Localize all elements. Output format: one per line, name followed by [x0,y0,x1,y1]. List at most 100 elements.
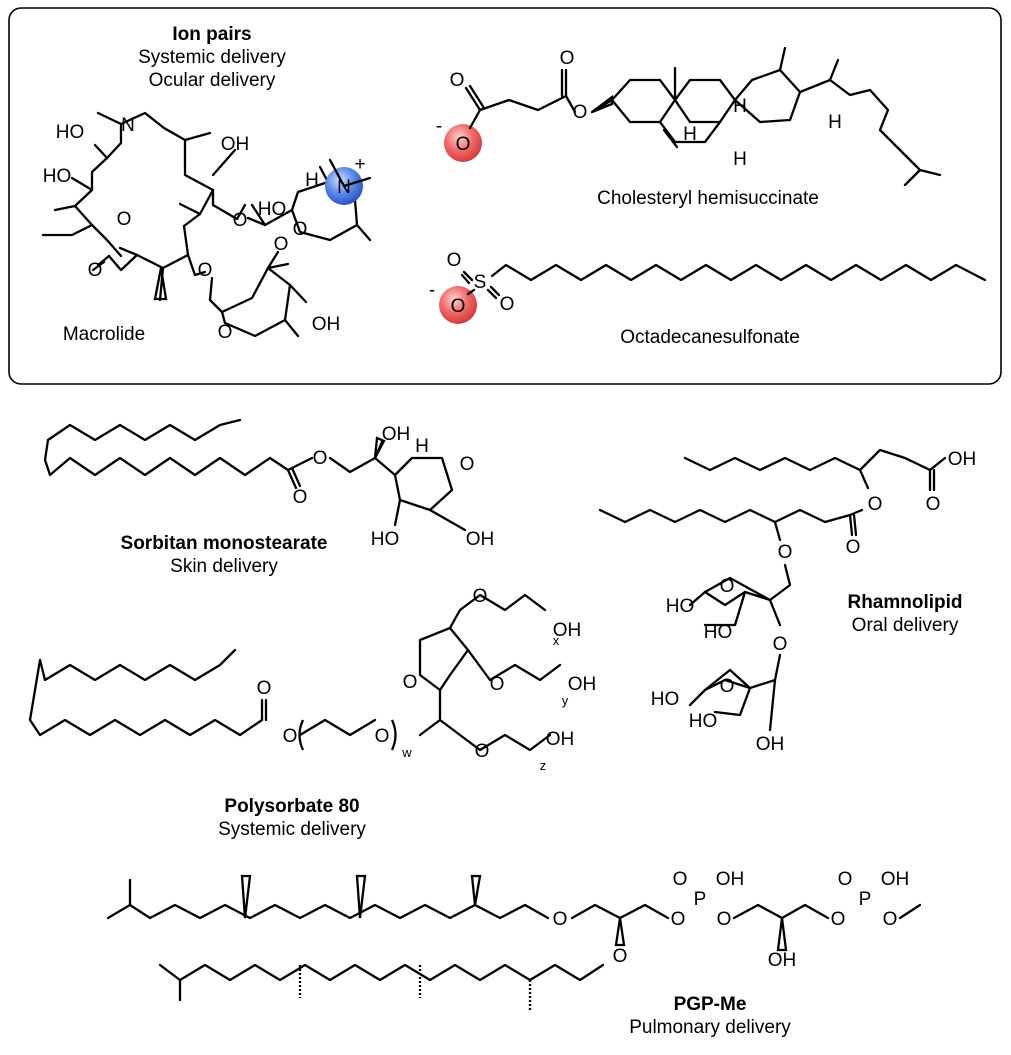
atom-ho-rham-3: HO [651,689,680,710]
atom-oh-glycerol: OH [768,950,797,971]
atom-o-pgp-ether-2: O [613,946,628,967]
anion-highlight-1 [444,124,482,162]
atom-oh-sugar: OH [312,314,341,335]
atom-o-poly-ring: O [403,672,418,693]
atom-o-glyco-1: O [198,260,213,281]
atom-o-poly-carbonyl: O [257,678,272,699]
macrolide-label: Macrolide [63,324,145,345]
atom-o-sorb-carbonyl: O [293,487,308,508]
atom-p-1: P [694,889,707,910]
atom-o-s-2: O [500,294,515,315]
panel-line-1: Systemic delivery [138,47,286,68]
atom-o-pgp-2: O [717,909,732,930]
atom-o-poly-x: O [473,586,488,607]
atom-oh-x: OH [553,620,582,641]
sorbitan-delivery: Skin delivery [170,556,278,577]
atom-oh-rham-acid: OH [948,449,977,470]
sub-z: z [540,758,547,773]
atom-o-s-1: O [447,250,462,271]
atom-ho-sugar: HO [258,199,287,220]
atom-h-2: H [733,96,747,117]
atom-n-macrolide: N [121,115,135,136]
charge-minus-2: - [429,280,435,301]
atom-o-rham-ring-1: O [720,576,735,597]
octadecane-structure: - O S O O Octadecanesulfonate [429,250,987,348]
atom-oh-rham: OH [756,734,785,755]
atom-o-rham-ester: O [868,494,883,515]
atom-o-ring-lower: O [218,322,233,343]
cholesteryl-label: Cholesteryl hemisuccinate [597,188,819,209]
rhamnolipid-label: Rhamnolipid [847,592,962,613]
atom-o-anion-1: O [456,134,471,155]
sub-x: x [553,633,560,648]
atom-h-sorb: H [415,436,429,457]
atom-o-sorb-ring: O [460,454,475,475]
atom-o-glyco-2: O [233,210,248,231]
rhamnolipid-delivery: Oral delivery [852,615,959,636]
atom-oh-y: OH [568,674,597,695]
atom-oh-sorb-1: OH [382,424,411,445]
charge-minus-1: - [436,116,442,137]
atom-h-nh: H [305,170,319,191]
atom-o-sorb-ester: O [313,448,328,469]
sorbitan-label: Sorbitan monostearate [121,533,328,554]
polysorbate-label: Polysorbate 80 [224,796,359,817]
atom-n-cation: N [337,177,351,198]
atom-oh-macrolide: OH [221,134,250,155]
pgp-structure: O O O P O OH O OH O P O OH O PGP-Me Pulm… [106,869,922,1038]
atom-oh-p1: OH [716,869,745,890]
atom-h-3: H [733,149,747,170]
panel-title: Ion pairs [172,24,251,45]
atom-o-poly-ester: O [283,726,298,747]
atom-o-lactone: O [117,209,132,230]
polysorbate-delivery: Systemic delivery [218,819,366,840]
atom-o-succ-1: O [450,70,465,91]
cholesteryl-structure: - O O O O H H H H Cholesteryl hemisuccin… [436,46,942,209]
anion-highlight-2 [439,286,477,324]
atom-o-pgp-ether-1: O [553,909,568,930]
atom-o-succ-2: O [560,48,575,69]
atom-o-rham-link-2: O [773,634,788,655]
atom-o-rham-ring-2: O [720,676,735,697]
sub-y: y [562,693,569,708]
atom-o-poly-w: O [375,726,390,747]
atom-ho-rham-4: HO [689,711,718,732]
charge-plus: + [354,154,365,175]
atom-ho-rham-1: HO [666,596,695,617]
rhamnolipid-structure: OH O O O O O HO HO O O HO HO OH Rhamnoli… [598,448,977,755]
atom-s: S [474,272,487,293]
atom-o-pgp-3: O [831,909,846,930]
atom-o-carbonyl: O [88,260,103,281]
atom-o-rham-link: O [778,542,793,563]
panel-line-2: Ocular delivery [149,70,276,91]
polysorbate-structure: O O O w O O OH x O OH y O OH z Polysorba… [28,586,597,840]
atom-ho-rham-2: HO [704,622,733,643]
atom-ho-2: HO [43,166,72,187]
atom-oh-sorb-2: OH [466,529,495,550]
atom-o-methoxy: O [274,234,289,255]
atom-ho-sorb: HO [371,529,400,550]
atom-o-p2-double: O [838,869,853,890]
atom-o-poly-y: O [490,674,505,695]
atom-o-poly-z: O [475,741,490,762]
atom-o-pgp-4: O [883,909,898,930]
sub-w: w [401,745,412,760]
atom-o-rham-acid: O [926,494,941,515]
sorbitan-structure: O O OH H O HO OH Sorbitan monostearate S… [43,418,495,577]
atom-ho-1: HO [56,122,85,143]
atom-o-p1-double: O [673,869,688,890]
octadecane-label: Octadecanesulfonate [620,327,800,348]
ion-pairs-panel [8,7,1002,385]
atom-o-rham-carbonyl: O [846,537,861,558]
atom-oh-p2: OH [881,869,910,890]
pgp-delivery: Pulmonary delivery [629,1017,791,1038]
atom-o-ester: O [573,102,588,123]
pgp-label: PGP-Me [674,994,747,1015]
atom-h-1: H [683,124,697,145]
atom-p-2: P [859,889,872,910]
atom-o-ring-upper: O [293,219,308,240]
atom-h-4: H [828,112,842,133]
atom-o-pgp-1: O [671,909,686,930]
